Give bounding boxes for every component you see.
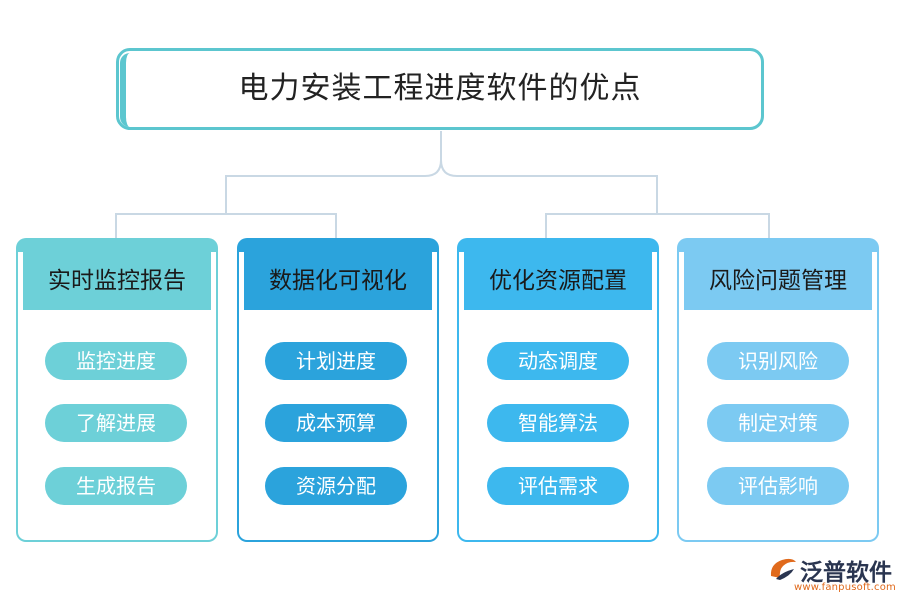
card-heading: 数据化可视化 [244, 252, 432, 310]
connector-trunk [115, 131, 442, 238]
item-pill: 监控进度 [45, 342, 187, 380]
logo-url: www.fanpusoft.com [794, 582, 896, 593]
item-pill: 生成报告 [45, 467, 187, 505]
brand-logo: 泛普软件 www.fanpusoft.com [764, 552, 896, 596]
item-pill: 资源分配 [265, 467, 407, 505]
card-heading: 风险问题管理 [684, 252, 872, 310]
item-pill: 制定对策 [707, 404, 849, 442]
fanpu-logo-icon [770, 558, 796, 580]
diagram-title: 电力安装工程进度软件的优点 [238, 71, 642, 106]
item-pill: 智能算法 [487, 404, 629, 442]
item-pill: 评估需求 [487, 467, 629, 505]
item-pill: 计划进度 [265, 342, 407, 380]
item-pill: 评估影响 [707, 467, 849, 505]
title-accent-bar [120, 53, 762, 127]
title-frame [116, 48, 764, 130]
connector-trunk-right [440, 159, 658, 238]
logo-name: 泛普软件 [800, 560, 892, 586]
item-pill: 识别风险 [707, 342, 849, 380]
connector-branch-1 [226, 213, 337, 238]
item-pill: 动态调度 [487, 342, 629, 380]
item-pill: 了解进展 [45, 404, 187, 442]
item-pill: 成本预算 [265, 404, 407, 442]
card-heading: 优化资源配置 [464, 252, 652, 310]
connector-branch-4 [657, 213, 770, 238]
card-heading: 实时监控报告 [23, 252, 211, 310]
